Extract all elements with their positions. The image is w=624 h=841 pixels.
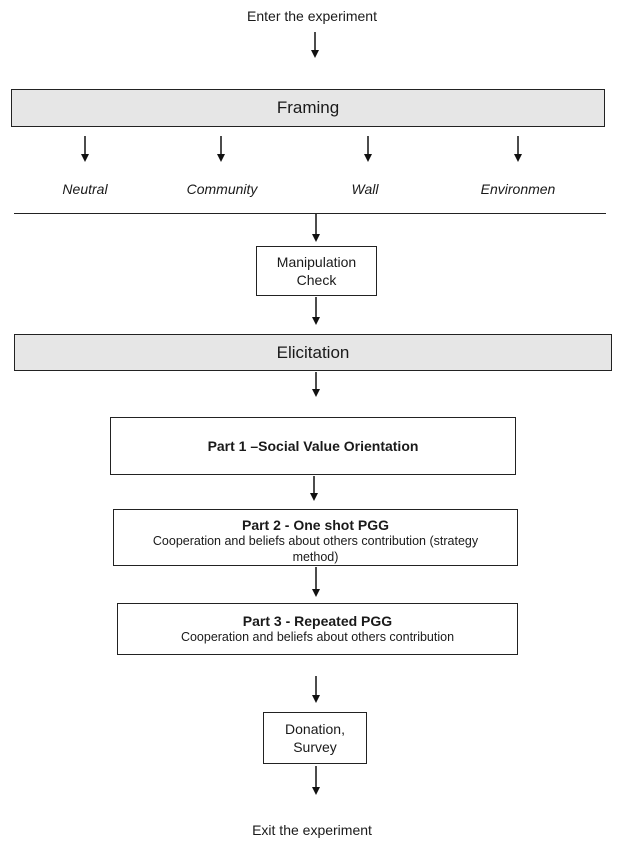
elicitation-band: Elicitation bbox=[14, 334, 612, 371]
framing-divider bbox=[14, 213, 606, 214]
framing-band: Framing bbox=[11, 89, 605, 127]
framing-label: Framing bbox=[276, 98, 340, 117]
donation-survey-label: Donation, Survey bbox=[285, 721, 345, 755]
part2-box: Part 2 - One shot PGG Cooperation and be… bbox=[113, 509, 518, 566]
manipulation-check-label: Manipulation Check bbox=[276, 254, 357, 288]
part3-subtitle: Cooperation and beliefs about others con… bbox=[180, 630, 455, 644]
part2-title: Part 2 - One shot PGG bbox=[241, 517, 390, 533]
framing-option-community: Community bbox=[186, 181, 258, 197]
part2-subtitle: Cooperation and beliefs about others con… bbox=[152, 534, 479, 564]
start-label: Enter the experiment bbox=[247, 8, 377, 24]
framing-option-wall: Wall bbox=[351, 181, 379, 197]
elicitation-label: Elicitation bbox=[276, 342, 350, 362]
end-label: Exit the experiment bbox=[252, 822, 372, 838]
part1-title: Part 1 –Social Value Orientation bbox=[207, 438, 419, 454]
part3-title: Part 3 - Repeated PGG bbox=[242, 613, 393, 629]
framing-option-environment: Environmen bbox=[480, 181, 556, 197]
part3-box: Part 3 - Repeated PGG Cooperation and be… bbox=[117, 603, 518, 655]
part1-box: Part 1 –Social Value Orientation bbox=[110, 417, 516, 475]
framing-option-neutral: Neutral bbox=[62, 181, 108, 197]
manipulation-check-box: Manipulation Check bbox=[256, 246, 377, 296]
donation-survey-box: Donation, Survey bbox=[263, 712, 367, 764]
